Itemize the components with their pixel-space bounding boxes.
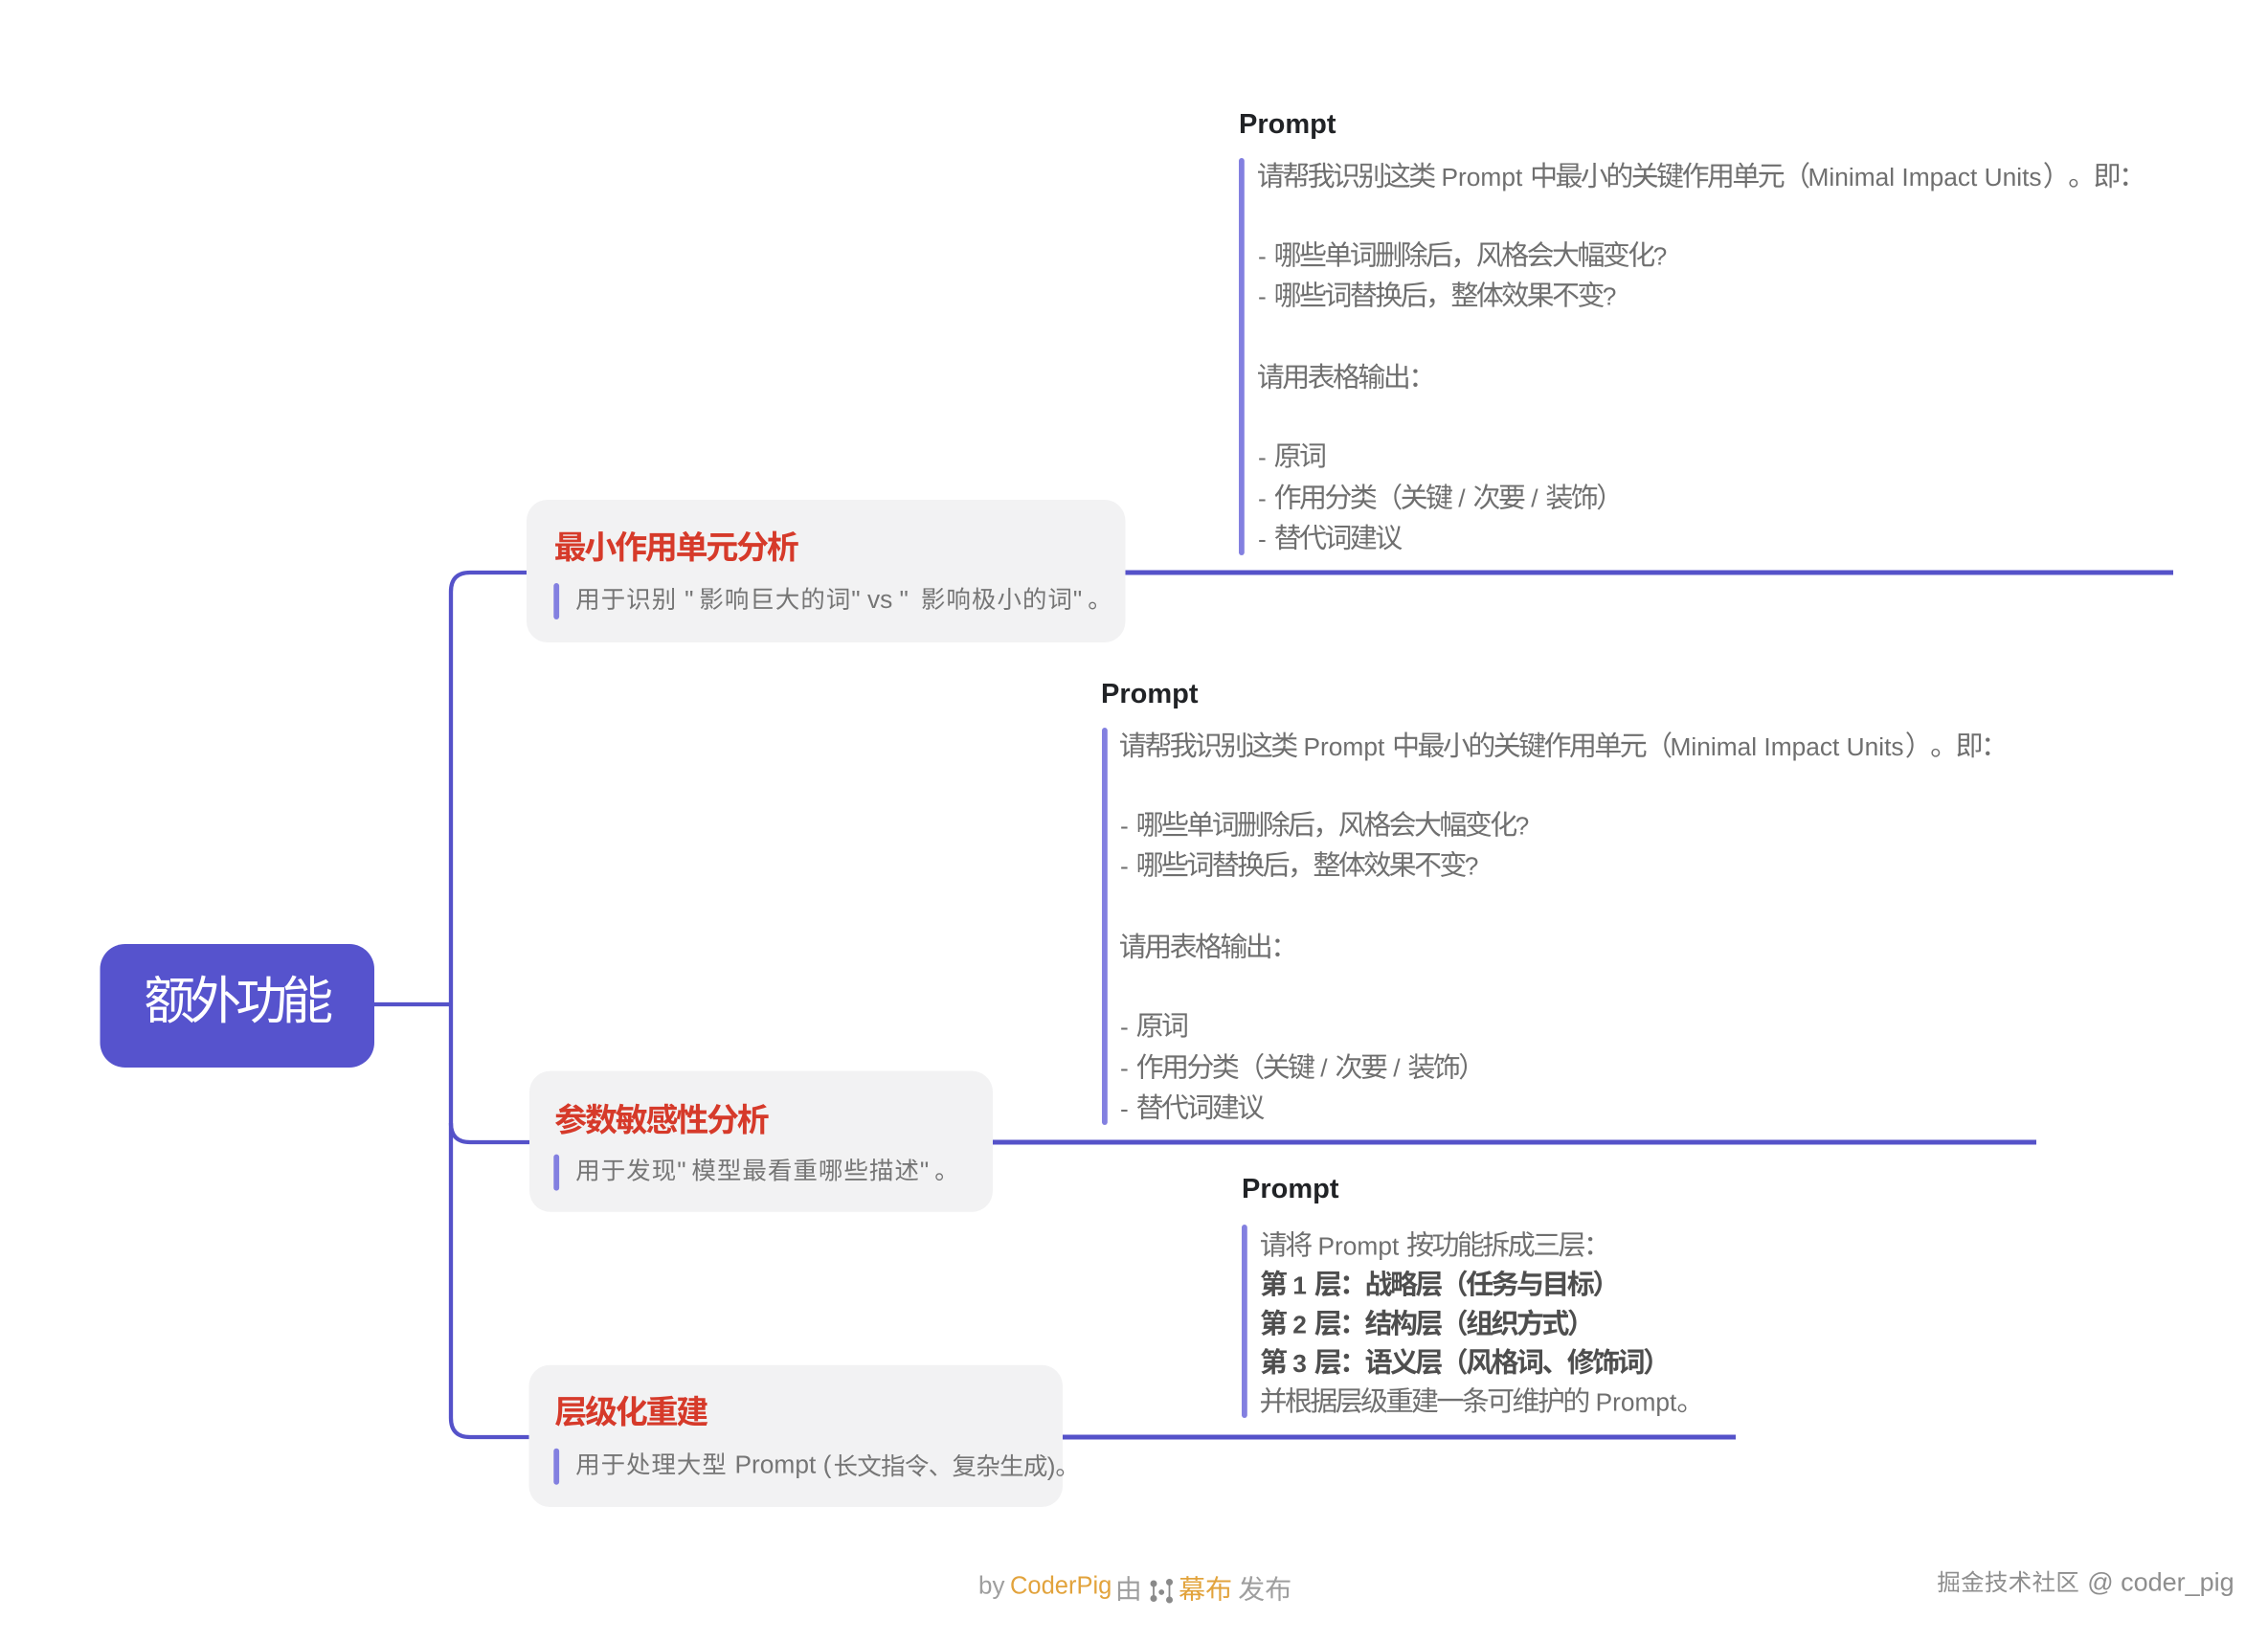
svg-text:/: /	[1531, 484, 1538, 513]
svg-text:Prompt: Prompt	[1242, 1174, 1339, 1204]
svg-text:-: -	[1120, 1012, 1129, 1041]
svg-text:": "	[685, 585, 693, 614]
svg-text:": "	[920, 1157, 929, 1185]
svg-text:-: -	[1258, 282, 1267, 311]
svg-text:-: -	[1258, 484, 1267, 513]
svg-text:3: 3	[1292, 1349, 1307, 1378]
svg-text:@ coder_pig: @ coder_pig	[2087, 1567, 2234, 1596]
svg-text:Prompt: Prompt	[1304, 732, 1385, 761]
svg-text:-: -	[1120, 1094, 1129, 1123]
svg-text:): )	[1047, 1451, 1056, 1480]
svg-text:-: -	[1258, 525, 1267, 553]
svg-text:-: -	[1258, 242, 1267, 271]
svg-text:/: /	[1393, 1054, 1401, 1083]
svg-text:1: 1	[1292, 1271, 1307, 1299]
svg-text:CoderPig: CoderPig	[1010, 1572, 1112, 1599]
svg-text:-: -	[1258, 442, 1267, 471]
svg-text:" vs ": " vs "	[851, 585, 909, 614]
svg-text:?: ?	[1603, 282, 1617, 311]
svg-text:Prompt: Prompt	[1101, 679, 1199, 709]
svg-text:": "	[677, 1157, 685, 1185]
svg-text:Minimal Impact Units: Minimal Impact Units	[1671, 732, 1904, 761]
svg-text:/: /	[1320, 1054, 1328, 1083]
svg-text:2: 2	[1292, 1310, 1307, 1338]
svg-text:-: -	[1120, 812, 1129, 841]
svg-text:Prompt: Prompt	[1442, 163, 1523, 191]
svg-text:Prompt (: Prompt (	[735, 1451, 832, 1479]
svg-text:-: -	[1120, 1054, 1129, 1083]
svg-text:?: ?	[1516, 812, 1530, 841]
svg-text:/: /	[1458, 484, 1466, 513]
svg-text:-: -	[1120, 852, 1129, 881]
svg-text:?: ?	[1653, 242, 1668, 271]
svg-text:Prompt: Prompt	[1239, 109, 1336, 140]
svg-text:@ coder_pig: @ coder_pig	[2085, 1565, 2233, 1594]
svg-text:": "	[1073, 585, 1082, 614]
svg-text:Minimal Impact Units: Minimal Impact Units	[1808, 163, 2042, 191]
svg-text:by: by	[978, 1571, 1004, 1600]
svg-text:?: ?	[1465, 852, 1479, 881]
svg-text:Prompt: Prompt	[1596, 1387, 1677, 1416]
svg-text:Prompt: Prompt	[1318, 1231, 1400, 1260]
